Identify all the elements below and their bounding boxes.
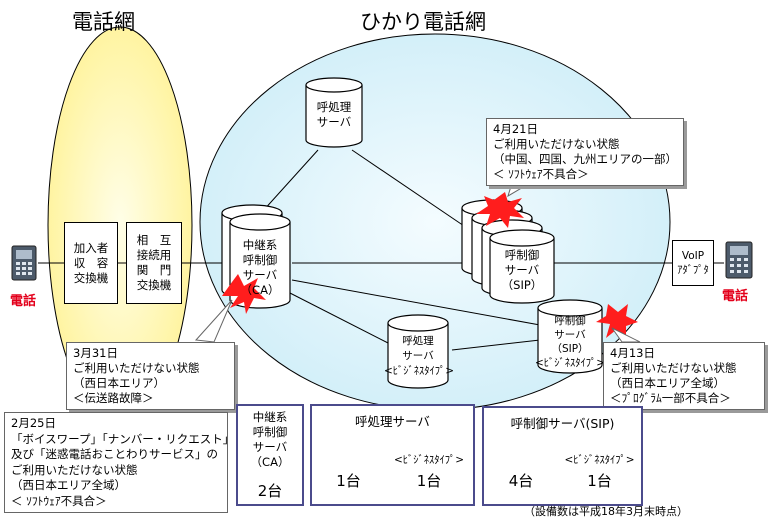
failure-burst-sip [476, 192, 524, 228]
voip-adapter: VoIP ｱﾀﾞﾌﾟﾀ [672, 240, 714, 286]
equipment-sip-title: 呼制御サーバ(SIP) [510, 416, 615, 431]
interconnect-exchange-line: 関 門 [136, 263, 172, 277]
note-tail-mar31 [194, 299, 233, 343]
equipment-call-processing-business-label: <ﾋﾞｼﾞﾈｽﾀｲﾌﾟ> [393, 454, 465, 466]
subscriber-exchange-line: 加入者 [73, 240, 109, 255]
subscriber-exchange: 加入者 収 容 交換機 [64, 222, 118, 304]
incident-note-apr13: 4月13日 ご利用いただけない状態 （西日本エリア全域） ＜ﾌﾟﾛｸﾞﾗﾑ一部不… [603, 342, 765, 410]
phone-right-icon [725, 241, 753, 279]
server-call-processing-biz-label: 呼処理 サーバ <ﾋﾞｼﾞﾈｽﾀｲﾌﾟ> [384, 335, 455, 377]
interconnect-exchange-line: 交換機 [136, 278, 172, 292]
server-call-processing-top-label: 呼処理 サーバ [316, 100, 352, 129]
server-sip-biz-shape [537, 299, 603, 374]
phone-right-label: 電話 [722, 289, 749, 304]
equipment-panel-sip: 呼制御サーバ(SIP) 4台 <ﾋﾞｼﾞﾈｽﾀｲﾌﾟ> 1台 [482, 406, 643, 506]
server-sip-biz-label: 呼制御 サーバ （SIP） <ﾋﾞｼﾞﾈｽﾀｲﾌﾟ> [534, 315, 606, 369]
equipment-sip-business-count: 1台 [587, 472, 612, 490]
subscriber-exchange-line: 交換機 [73, 270, 109, 285]
equipment-call-processing-title: 呼処理サーバ [355, 414, 430, 429]
incident-note-mar31: 3月31日 ご利用いただけない状態 （西日本エリア） ＜伝送路故障＞ [66, 342, 235, 410]
server-sip-main-label: 呼制御 サーバ （SIP） [501, 248, 543, 292]
connection-lines [38, 149, 724, 351]
equipment-ca-label: 中継系 呼制御 サーバ （CA） [250, 410, 290, 469]
equipment-panel-ca: 中継系 呼制御 サーバ （CA） 2台 [236, 404, 304, 506]
interconnect-exchange-line: 相 互 [136, 233, 172, 247]
equipment-sip-business-label: <ﾋﾞｼﾞﾈｽﾀｲﾌﾟ> [564, 454, 635, 466]
incident-note-feb25: 2月25日 「ボイスワープ」「ナンバー・リクエスト」 及び「迷惑電話おことわりサ… [4, 412, 234, 513]
voip-adapter-line: ｱﾀﾞﾌﾟﾀ [677, 264, 709, 276]
failure-burst-sip-biz [596, 304, 638, 340]
subscriber-exchange-line: 収 容 [73, 255, 109, 270]
interconnect-exchange: 相 互 接続用 関 門 交換機 [126, 222, 182, 304]
server-ca-label: 中継系 呼制御 サーバ （CA） [240, 238, 280, 297]
footnote: （設備数は平成18年3月末時点） [524, 505, 688, 518]
failure-burst-ca [222, 274, 266, 314]
incident-note-apr21: 4月21日 ご利用いただけない状態 （中国、四国、九州エリアの一部） ＜ ｿﾌﾄ… [486, 118, 684, 186]
equipment-call-processing-business-count: 1台 [416, 472, 442, 490]
equipment-ca-count: 2台 [257, 482, 283, 500]
equipment-call-processing-standard-count: 1台 [336, 472, 361, 490]
phone-left-label: 電話 [10, 294, 37, 309]
title-phone-network: 電話網 [72, 10, 135, 34]
equipment-sip-standard-count: 4台 [508, 472, 534, 490]
server-call-processing-top-shape [305, 77, 363, 148]
interconnect-exchange-line: 接続用 [136, 248, 172, 262]
voip-adapter-line: VoIP [681, 250, 705, 262]
title-hikari-network: ひかり電話網 [360, 10, 486, 34]
phone-left-icon [11, 245, 37, 281]
server-call-processing-biz-shape [387, 314, 449, 389]
equipment-panel-call-processing: 呼処理サーバ 1台 <ﾋﾞｼﾞﾈｽﾀｲﾌﾟ> 1台 [310, 404, 475, 506]
